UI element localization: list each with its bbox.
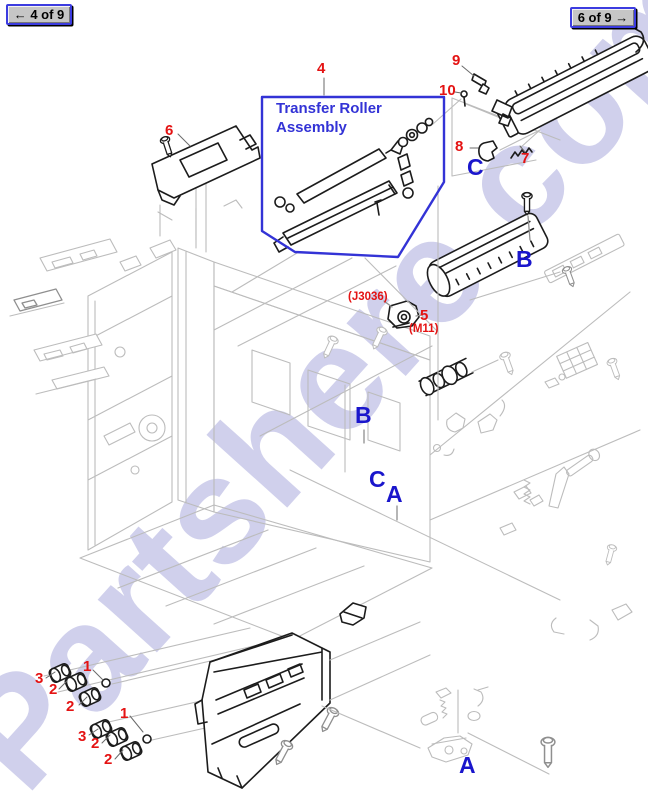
feed-roller-cluster-art: [418, 357, 499, 397]
callout-8: 8: [455, 138, 464, 155]
leader-lines-art: [259, 185, 641, 601]
pickup-rollers-art: [43, 627, 331, 763]
callout-1-row1: 1: [83, 658, 92, 675]
callout-4: 4: [317, 60, 326, 77]
callout-j3036: (J3036): [348, 291, 388, 303]
section-letter-c-top: C: [467, 154, 484, 180]
transfer-roller-art: [273, 98, 462, 253]
bottom-right-parts-art: [420, 686, 556, 775]
assembly-box-title-line2: Assembly: [276, 119, 347, 136]
callout-2b-row1: 2: [66, 698, 75, 715]
callout-7: 7: [521, 150, 530, 167]
laser-scanner-art: [151, 125, 261, 241]
right-parts-art: [432, 341, 633, 641]
callout-3-row2: 3: [78, 728, 87, 745]
callout-10: 10: [439, 82, 456, 99]
callout-2a-row2: 2: [91, 735, 100, 752]
callout-9: 9: [452, 52, 461, 69]
next-page-button[interactable]: 6 of 9 →: [570, 7, 636, 28]
chassis-art: [79, 165, 433, 641]
assembly-box-title: Transfer Roller Assembly: [276, 99, 416, 137]
section-letter-b-mid: B: [355, 402, 372, 428]
prev-page-button[interactable]: ← 4 of 9: [6, 4, 72, 25]
callout-ticks-art: [177, 65, 526, 153]
pickup-assembly-art: [194, 602, 431, 789]
b-assembly-art: [426, 191, 625, 301]
assembly-box-outline: [260, 95, 446, 259]
assembly-box-title-line1: Transfer Roller: [276, 100, 382, 117]
section-letter-c-mid: C: [369, 466, 386, 492]
callout-2b-row2: 2: [104, 751, 113, 768]
section-letter-a-bottom: A: [459, 752, 476, 778]
motor-art: [319, 300, 423, 361]
callout-2a-row1: 2: [49, 681, 58, 698]
callout-1-row2: 1: [120, 705, 129, 722]
callout-m11: (M11): [409, 323, 439, 335]
callout-6: 6: [165, 122, 174, 139]
registration-assembly-art: [451, 26, 648, 177]
callout-3-row1: 3: [35, 670, 44, 687]
section-letter-a-mid: A: [386, 481, 403, 507]
left-boards-art: [9, 238, 118, 395]
callout-5: 5: [420, 307, 429, 324]
section-letter-b-right: B: [516, 246, 533, 272]
